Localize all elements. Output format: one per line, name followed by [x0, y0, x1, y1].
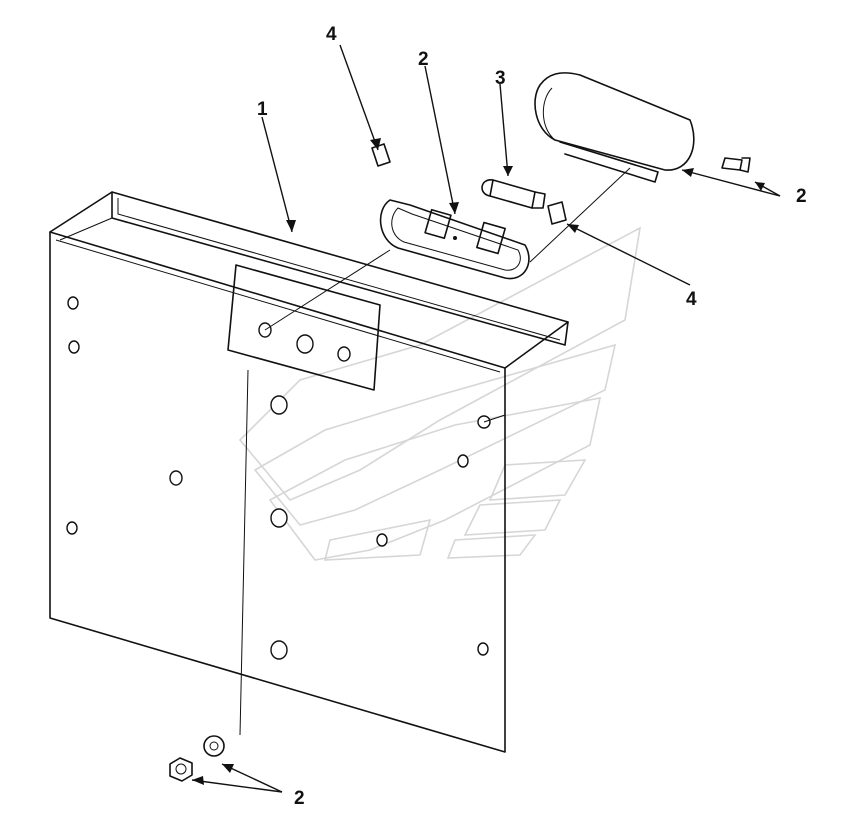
plate-hole	[270, 640, 288, 660]
callout-part-3-bulb: 3	[495, 68, 506, 89]
callout-part-2-lamp: 2	[418, 49, 429, 70]
plate-hole	[68, 340, 80, 354]
plate-hole	[169, 470, 183, 486]
screw	[721, 157, 751, 173]
watermark-logo	[238, 226, 642, 561]
plate-hole	[457, 454, 469, 468]
bracket-hole	[337, 346, 351, 362]
bracket-hole	[296, 334, 314, 354]
lens-cover	[534, 72, 695, 183]
nut	[169, 757, 193, 782]
plate-hole	[376, 533, 388, 547]
mounting-plate	[49, 191, 569, 753]
plate-hole	[270, 395, 288, 415]
callout-part-2-nut: 2	[294, 788, 305, 809]
washer	[203, 735, 225, 757]
contact-clip	[371, 143, 567, 225]
lamp-housing	[379, 199, 530, 280]
callout-part-2-screw: 2	[796, 186, 807, 207]
plate-hole	[66, 521, 78, 535]
bulb	[481, 179, 546, 209]
plate-hole	[477, 642, 489, 656]
callout-part-4-clip-right: 4	[686, 289, 697, 310]
plate-hole	[67, 296, 79, 310]
callout-part-1: 1	[257, 99, 268, 120]
lamp-bracket	[227, 264, 381, 391]
callout-part-4-clip: 4	[326, 24, 337, 45]
assembly-lines	[239, 167, 631, 736]
leader-lines	[191, 44, 781, 793]
plate-hole	[270, 508, 288, 528]
callout-labels: 1 2 3 4 2 4 2	[257, 24, 807, 809]
